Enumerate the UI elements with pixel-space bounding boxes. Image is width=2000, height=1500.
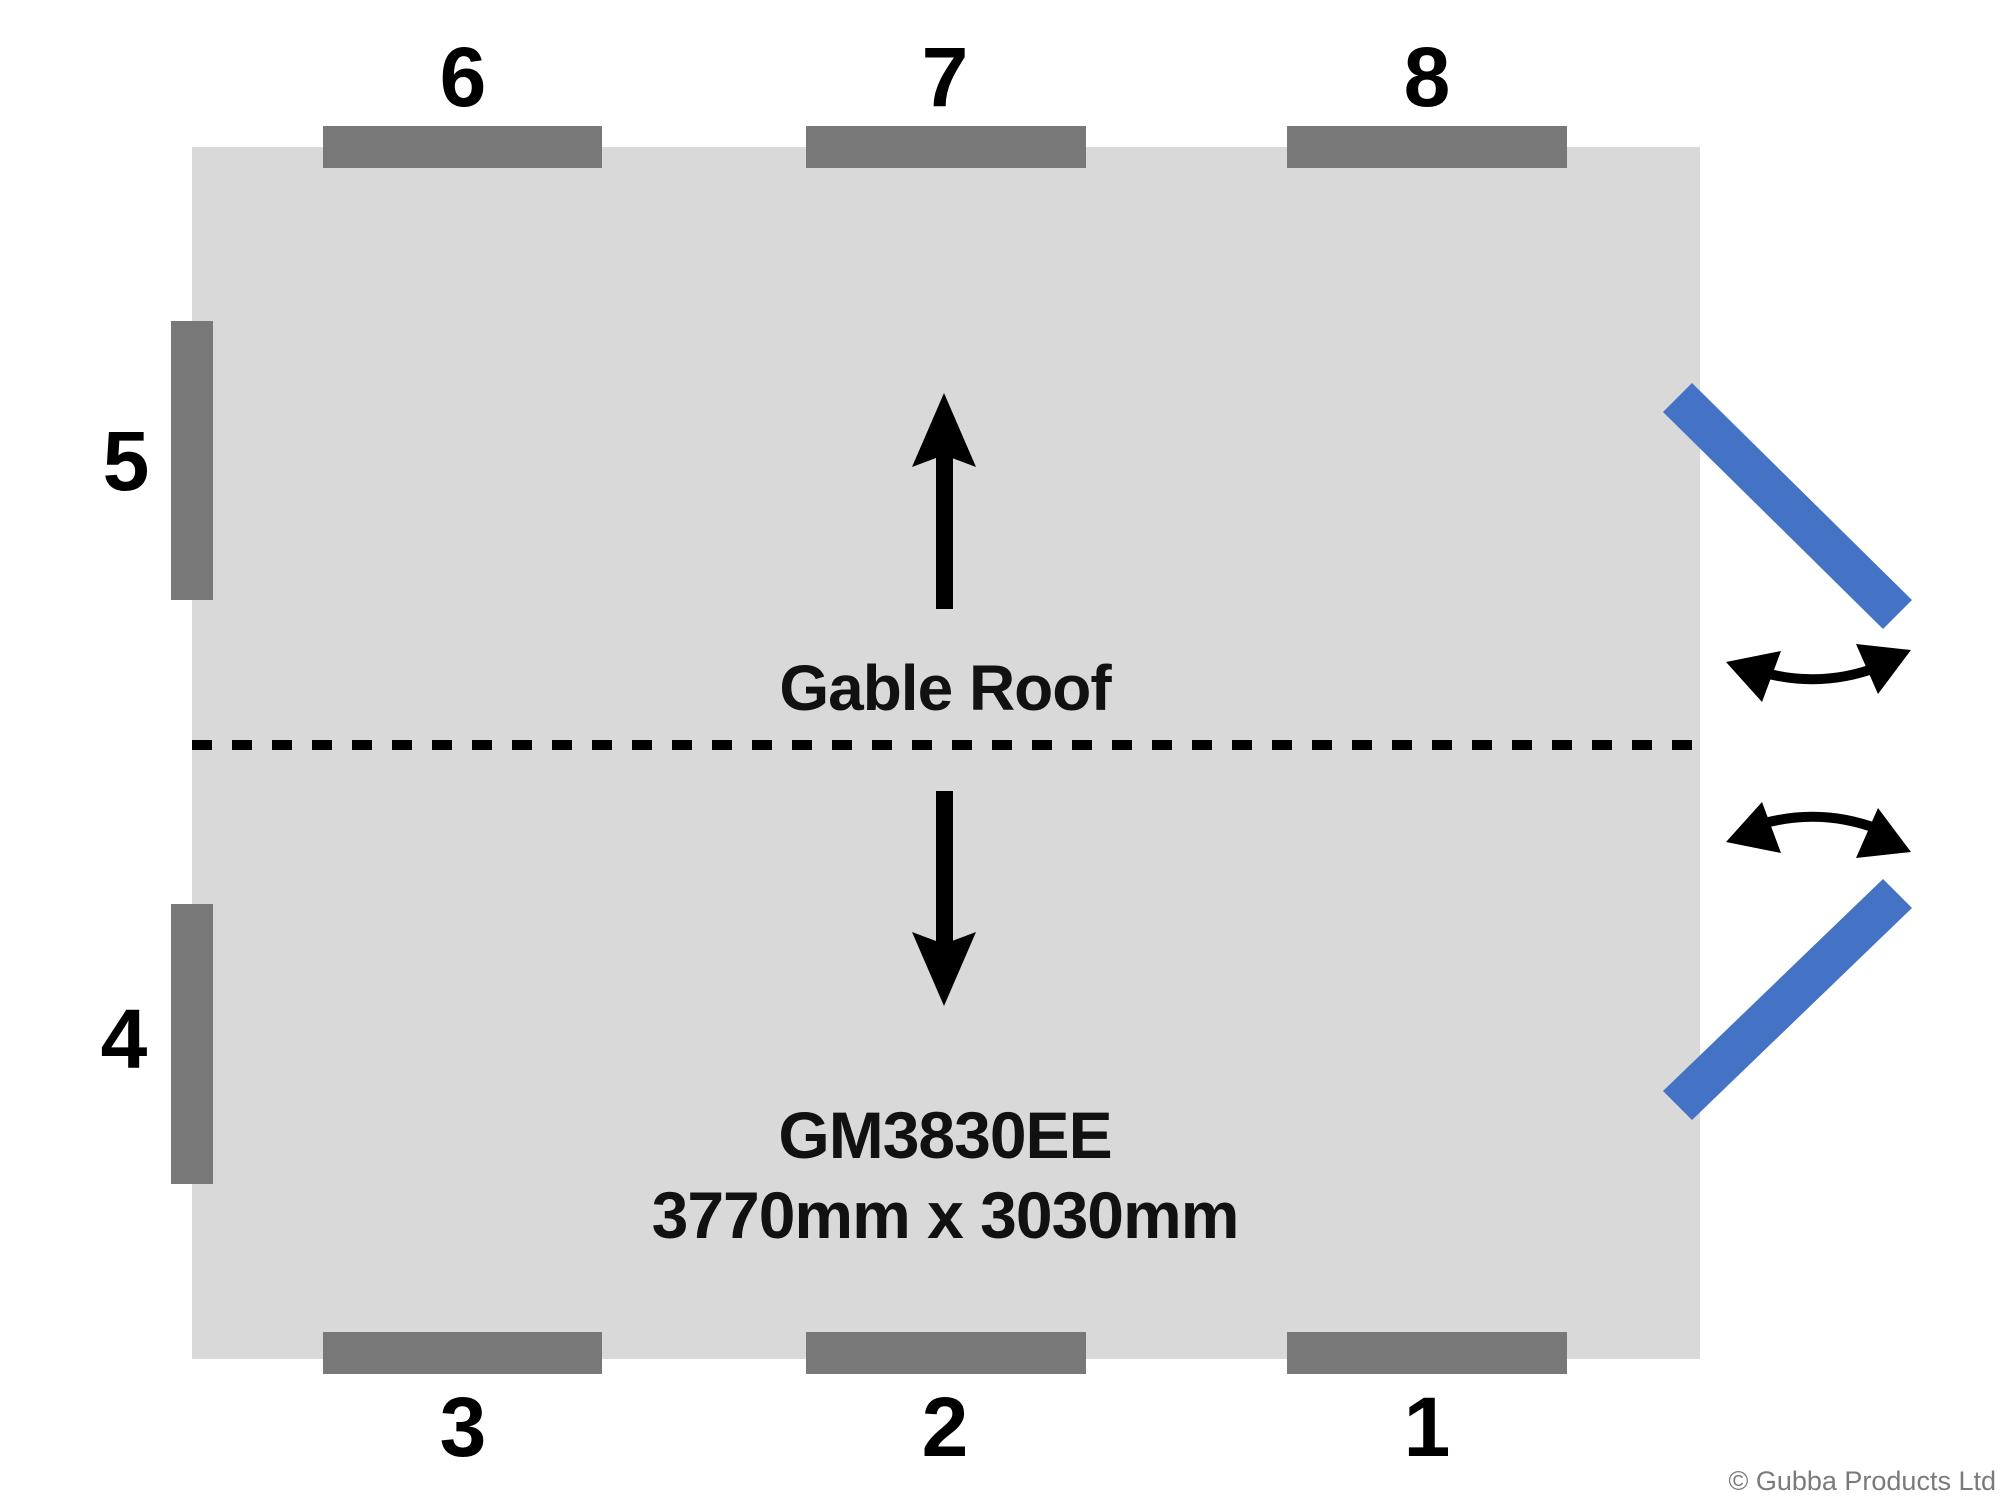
window-7 [806,126,1086,168]
copyright-notice: © Gubba Products Ltd [1728,1466,1996,1496]
dimensions-label: 3770mm x 3030mm [652,1178,1239,1252]
door-swing-arrow-lower-icon [1726,802,1911,858]
window-2 [806,1332,1086,1374]
window-label-7: 7 [922,30,969,124]
window-label-6: 6 [440,30,487,124]
window-6 [323,126,602,168]
building-floor [192,147,1700,1359]
roof-slope-arrow-up-icon [912,393,976,609]
window-label-4: 4 [101,992,148,1086]
window-label-2: 2 [922,1380,969,1474]
door-leaf-upper [1663,383,1912,629]
model-code: GM3830EE [778,1098,1111,1172]
door-swing-arrow-upper-icon [1726,644,1911,702]
window-label-5: 5 [103,414,150,508]
window-label-1: 1 [1404,1380,1451,1474]
window-5 [171,321,213,600]
window-1 [1287,1332,1567,1374]
window-8 [1287,126,1567,168]
roof-type-label: Gable Roof [779,652,1112,724]
door-leaf-lower [1663,879,1912,1120]
window-label-3: 3 [440,1380,487,1474]
roof-slope-arrow-down-icon [912,791,976,1006]
window-label-8: 8 [1404,30,1451,124]
window-4 [171,904,213,1184]
window-3 [323,1332,602,1374]
